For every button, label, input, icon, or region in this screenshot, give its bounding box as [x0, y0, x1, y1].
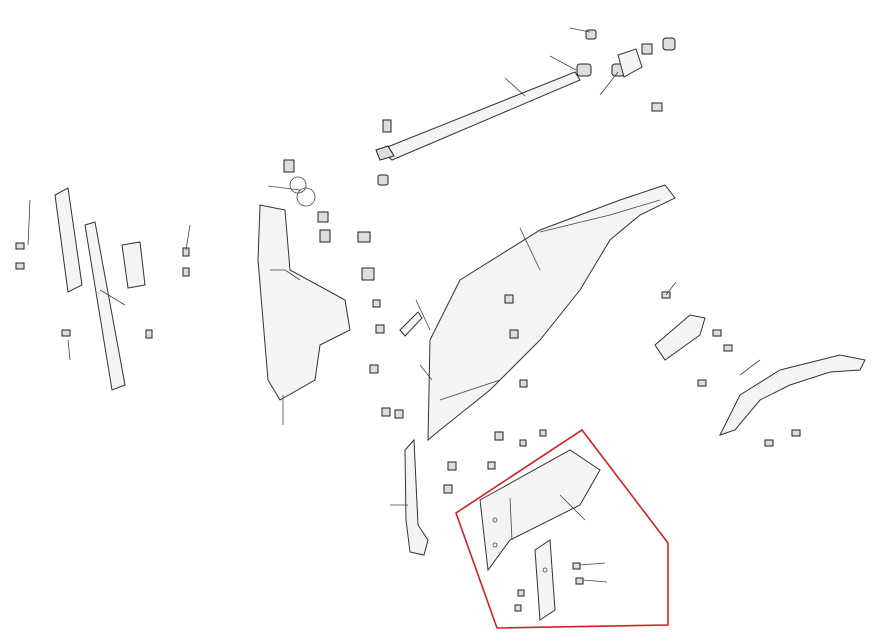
bolts: [369, 294, 547, 494]
wing-assembly: [654, 281, 866, 447]
shaft-assembly: [375, 27, 676, 186]
side-plates: [15, 187, 191, 391]
frog-bracket: [257, 159, 375, 425]
highlight-outline: [455, 428, 669, 629]
share-assembly: [479, 449, 608, 621]
moldboard: [415, 184, 676, 442]
landside: [390, 438, 429, 556]
